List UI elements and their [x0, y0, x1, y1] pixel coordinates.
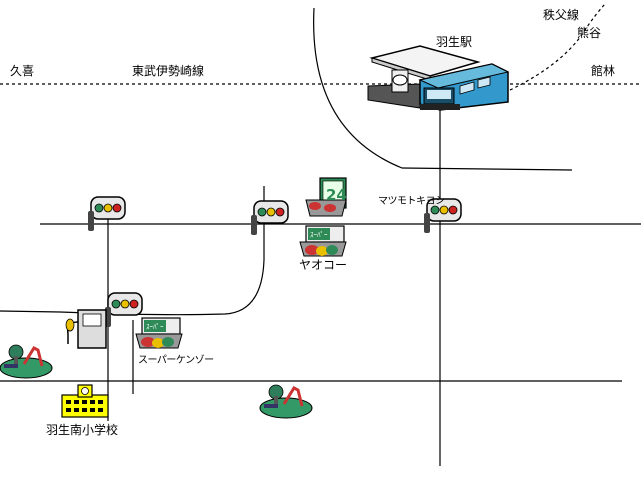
- school-icon: [61, 384, 109, 418]
- supermarket-icon: [299, 225, 347, 257]
- traffic-light-icon: [87, 196, 126, 232]
- convenience-store-sign: 24: [326, 186, 347, 204]
- station-name-label: 羽生駅: [436, 35, 473, 49]
- east-terminus-label: 館林: [591, 64, 616, 78]
- landmark-yaoko-label: ヤオコー: [299, 258, 348, 272]
- convenience-store-icon: [305, 177, 347, 217]
- gas-station-icon: [65, 309, 107, 349]
- traffic-light-icon: [250, 200, 289, 236]
- branch-railway-line: [487, 3, 606, 101]
- west-terminus-label: 久喜: [10, 64, 35, 78]
- railway-name-label: 東武伊勢崎線: [132, 64, 205, 78]
- branch-line-label: 秩父線: [543, 8, 580, 22]
- landmark-super-kenzo-label: スーパーケンゾー: [138, 355, 214, 366]
- park-icon: [0, 343, 54, 380]
- supermarket-icon: [135, 317, 183, 349]
- landmark-school-label: 羽生南小学校: [46, 423, 119, 437]
- traffic-light-icon: [104, 292, 143, 328]
- park-icon: [258, 383, 314, 420]
- landmark-matsumotokiyoshi-label: マツモトキヨシ: [378, 196, 445, 207]
- branch-destination-label: 熊谷: [577, 26, 602, 40]
- station-train-icon: [367, 45, 510, 111]
